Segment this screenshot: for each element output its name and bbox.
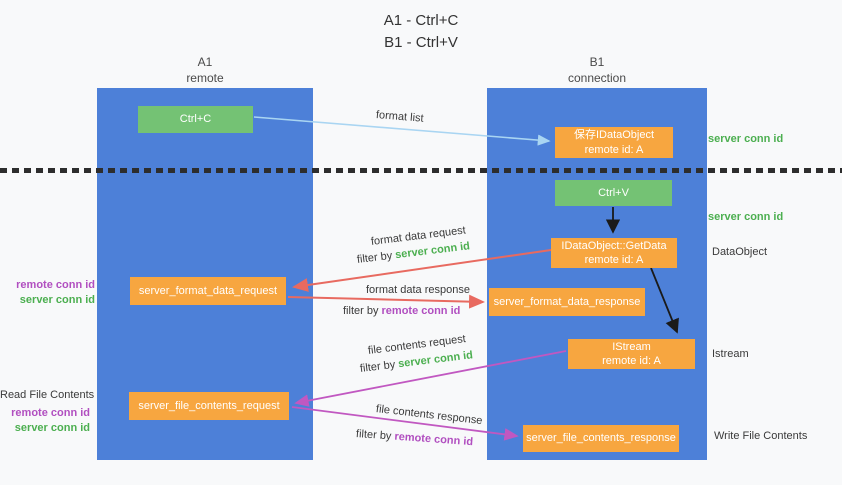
remote-conn-id-annotation: remote conn id [11, 407, 90, 419]
file-contents-response-label: file contents response [375, 403, 484, 428]
istream-line1: IStream [612, 340, 651, 353]
node-idataobject-getdata: IDataObject::GetData remote id: A [551, 238, 677, 268]
filter-prefix: filter by [355, 428, 395, 443]
filter-key-server-conn-id: server conn id [397, 349, 474, 371]
remote-conn-id-annotation: remote conn id [16, 279, 95, 291]
node-ctrl-c: Ctrl+C [138, 106, 253, 133]
lifeline-header-a1: A1 remote [97, 55, 313, 86]
getdata-line2: remote id: A [584, 254, 644, 266]
title-line-1: A1 - Ctrl+C [383, 12, 459, 29]
session-divider [0, 168, 842, 173]
format-request-label: server_format_data_request [138, 284, 278, 297]
node-server-format-data-response: server_format_data_response [489, 288, 645, 316]
filter-key-remote-conn-id: remote conn id [381, 305, 461, 317]
read-file-contents-annotation: Read File Contents [0, 389, 95, 401]
write-file-contents-annotation: Write File Contents [714, 430, 808, 442]
node-ctrl-v: Ctrl+V [555, 180, 672, 206]
getdata-line1: IDataObject::GetData [561, 239, 667, 252]
title-line-2: B1 - Ctrl+V [384, 33, 458, 51]
file-conn-id-group: remote conn id server conn id [0, 406, 90, 436]
ctrl-v-label: Ctrl+V [598, 186, 629, 199]
save-idataobject-line2: remote id: A [584, 143, 644, 156]
file-request-label: server_file_contents_request [138, 399, 280, 412]
server-conn-id-annotation: server conn id [14, 422, 90, 434]
filter-prefix: filter by [359, 358, 399, 375]
filter-prefix: filter by [356, 249, 396, 266]
format-response-label: server_format_data_response [493, 295, 641, 308]
ctrl-c-label: Ctrl+C [179, 113, 212, 126]
format-conn-id-group: remote conn id server conn id [0, 278, 95, 308]
format-data-response-label: format data response [366, 284, 470, 296]
node-server-format-data-request: server_format_data_request [130, 277, 286, 305]
istream-annotation: Istream [712, 348, 749, 360]
server-conn-id-annotation: server conn id [19, 294, 95, 306]
filter-key-remote-conn-id: remote conn id [394, 430, 474, 449]
file-contents-response-filter: filter by remote conn id [356, 428, 474, 448]
lifeline-a1-name: A1 [197, 55, 213, 69]
node-server-file-contents-request: server_file_contents_request [129, 392, 289, 420]
lifeline-a1-role: remote [186, 70, 224, 85]
lifeline-header-b1: B1 connection [487, 55, 707, 86]
format-data-response-filter: filter by remote conn id [343, 305, 460, 317]
save-idataobject-line1: 保存IDataObject [573, 129, 655, 142]
node-save-idataobject: 保存IDataObject remote id: A [555, 127, 673, 158]
node-server-file-contents-response: server_file_contents_response [523, 425, 679, 452]
istream-line2: remote id: A [602, 355, 661, 367]
node-istream: IStream remote id: A [568, 339, 695, 369]
format-data-response-arrow [287, 294, 485, 309]
file-response-label: server_file_contents_response [526, 432, 676, 445]
dataobject-annotation: DataObject [712, 246, 768, 258]
diagram-title: A1 - Ctrl+C B1 - Ctrl+V [0, 10, 842, 54]
filter-prefix: filter by [343, 305, 382, 317]
format-list-label: format list [375, 109, 425, 125]
server-conn-id-annotation-top: server conn id [708, 133, 784, 145]
lifeline-b1-name: B1 [589, 55, 605, 69]
lifeline-b1-role: connection [567, 70, 627, 85]
server-conn-id-annotation-mid: server conn id [708, 211, 784, 223]
